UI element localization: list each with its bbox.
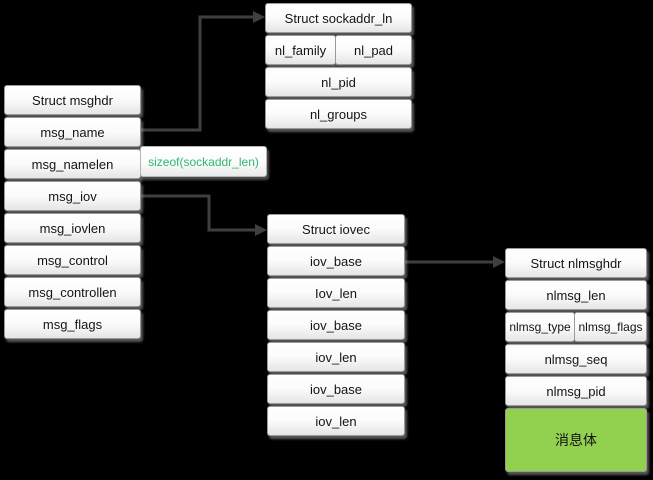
row-nlmsgtype-nlmsgflags: nlmsg_type nlmsg_flags [505,312,647,342]
field-iov-base-3: iov_base [267,374,405,404]
sizeof-annotation: sizeof(sockaddr_len) [140,146,267,177]
arrowhead-to-sockaddr-icon [253,11,265,23]
arrowhead-to-iovec-icon [255,224,267,236]
struct-sockaddr-ln-title: Struct sockaddr_ln [265,3,412,33]
struct-msghdr: Struct msghdr msg_name msg_namelen msg_i… [4,85,141,341]
field-nl-pid: nl_pid [265,67,412,97]
field-message-body: 消息体 [505,408,647,472]
row-nlfamily-nlpad: nl_family nl_pad [265,35,412,65]
field-msg-namelen: msg_namelen [4,149,141,179]
field-iov-base-2: iov_base [267,310,405,340]
field-msg-iovlen: msg_iovlen [4,213,141,243]
field-nl-groups: nl_groups [265,99,412,129]
field-iov-len-2: iov_len [267,342,405,372]
field-msg-controllen: msg_controllen [4,277,141,307]
field-msg-flags: msg_flags [4,309,141,339]
field-nlmsg-flags: nlmsg_flags [574,312,647,342]
struct-msghdr-title: Struct msghdr [4,85,141,115]
struct-nlmsghdr: Struct nlmsghdr nlmsg_len nlmsg_type nlm… [505,248,647,474]
field-nlmsg-len: nlmsg_len [505,280,647,310]
field-iov-base-1: iov_base [267,246,405,276]
field-nlmsg-pid: nlmsg_pid [505,376,647,406]
arrow-msgname-to-sockaddr [141,15,253,132]
field-iov-len-3: iov_len [267,406,405,436]
field-nlmsg-seq: nlmsg_seq [505,344,647,374]
struct-iovec: Struct iovec iov_base Iov_len iov_base i… [267,214,405,438]
field-msg-iov: msg_iov [4,181,141,211]
field-msg-name: msg_name [4,117,141,147]
sizeof-annotation-text: sizeof(sockaddr_len) [148,154,259,169]
struct-nlmsghdr-title: Struct nlmsghdr [505,248,647,278]
field-msg-control: msg_control [4,245,141,275]
field-nlmsg-type: nlmsg_type [505,312,575,342]
field-iov-len-1: Iov_len [267,278,405,308]
arrow-msgiov-to-iovec [141,194,255,232]
struct-sockaddr-ln: Struct sockaddr_ln nl_family nl_pad nl_p… [265,3,412,131]
arrowhead-to-nlmsghdr-icon [493,256,505,268]
field-nl-pad: nl_pad [335,35,412,65]
struct-iovec-title: Struct iovec [267,214,405,244]
field-nl-family: nl_family [265,35,336,65]
